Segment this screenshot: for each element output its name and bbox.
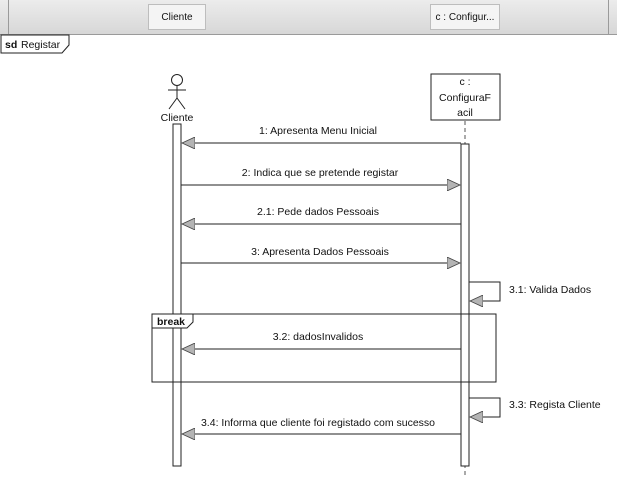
lifeline-header-bar: Cliente c : Configur... — [0, 0, 617, 35]
message-label: 3.2: dadosInvalidos — [273, 331, 363, 343]
message-label: 3.4: Informa que cliente foi registado c… — [201, 417, 435, 429]
break-fragment[interactable]: break — [151, 313, 497, 383]
tab-cliente[interactable]: Cliente — [148, 4, 206, 30]
object-head-configurafacil[interactable]: c : ConfiguraF acil — [430, 73, 501, 121]
actor-icon[interactable] — [168, 74, 186, 110]
frame-name: Registar — [21, 39, 61, 51]
frame-tag: sd Registar — [0, 34, 70, 54]
message-label: 2.1: Pede dados Pessoais — [257, 206, 379, 218]
object-name-line2: ConfiguraF — [439, 92, 491, 104]
tab-configurafacil[interactable]: c : Configur... — [430, 4, 500, 30]
object-activation-bar[interactable] — [460, 143, 470, 467]
header-divider — [8, 0, 9, 34]
actor-activation-bar[interactable] — [172, 123, 182, 467]
message-2[interactable]: 2: Indica que se pretende registar — [181, 167, 460, 185]
object-name-line1: c : — [459, 76, 470, 88]
message-label: 3.3: Regista Cliente — [509, 399, 601, 411]
message-label: 3: Apresenta Dados Pessoais — [251, 246, 389, 258]
fragment-operator: break — [157, 316, 185, 328]
actor-name: Cliente — [161, 112, 194, 124]
message-3-2[interactable]: 3.2: dadosInvalidos — [182, 331, 461, 349]
message-3[interactable]: 3: Apresenta Dados Pessoais — [181, 246, 460, 263]
header-divider — [608, 0, 609, 34]
message-3-4[interactable]: 3.4: Informa que cliente foi registado c… — [182, 417, 461, 434]
message-3-3-self[interactable]: 3.3: Regista Cliente — [469, 397, 601, 417]
frame-keyword: sd — [5, 39, 17, 51]
message-2-1[interactable]: 2.1: Pede dados Pessoais — [182, 206, 461, 224]
message-1[interactable]: 1: Apresenta Menu Inicial — [182, 125, 461, 143]
object-name-line3: acil — [457, 107, 473, 119]
message-label: 1: Apresenta Menu Inicial — [259, 125, 377, 137]
message-label: 2: Indica que se pretende registar — [242, 167, 399, 179]
message-label: 3.1: Valida Dados — [509, 284, 591, 296]
message-3-1-self[interactable]: 3.1: Valida Dados — [469, 281, 591, 301]
